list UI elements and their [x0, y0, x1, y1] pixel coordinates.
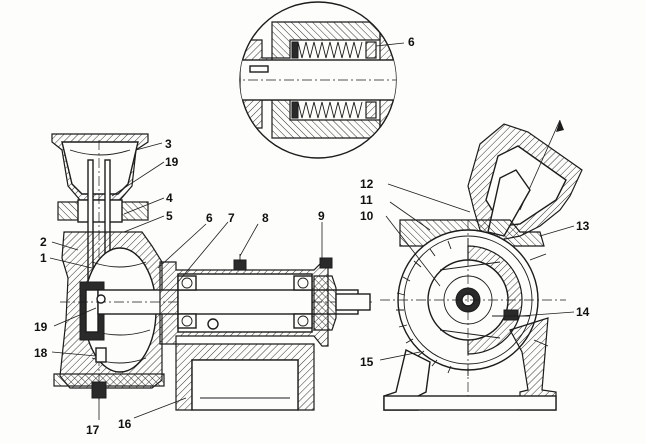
callout-13: 13 — [576, 219, 590, 233]
callout-15: 15 — [360, 355, 374, 369]
callout-labels: 1 2 3 4 5 6 7 8 9 10 11 12 13 14 15 16 1… — [34, 35, 590, 437]
callout-8: 8 — [262, 211, 269, 225]
bearing-right — [293, 275, 313, 329]
callout-10: 10 — [360, 209, 374, 223]
callout-18: 18 — [34, 346, 48, 360]
callout-3: 3 — [165, 137, 172, 151]
callout-5: 5 — [166, 209, 173, 223]
callout-12: 12 — [360, 177, 374, 191]
callout-4: 4 — [166, 191, 173, 205]
leader-lines — [49, 142, 575, 420]
callout-1: 1 — [40, 251, 47, 265]
detail-view — [239, 1, 405, 159]
callout-11: 11 — [360, 193, 373, 207]
bearing-left — [177, 275, 197, 329]
end-view — [380, 119, 583, 411]
callout-19-lower: 19 — [34, 320, 48, 334]
callout-6-main: 6 — [206, 211, 213, 225]
callout-16: 16 — [118, 417, 132, 431]
callout-9: 9 — [318, 209, 325, 223]
callout-17: 17 — [86, 423, 100, 437]
callout-19-upper: 19 — [165, 155, 179, 169]
sectional-view — [51, 133, 372, 411]
callout-6-detail: 6 — [408, 35, 415, 49]
callout-2: 2 — [40, 235, 47, 249]
callout-7: 7 — [228, 211, 235, 225]
callout-14: 14 — [576, 305, 590, 319]
